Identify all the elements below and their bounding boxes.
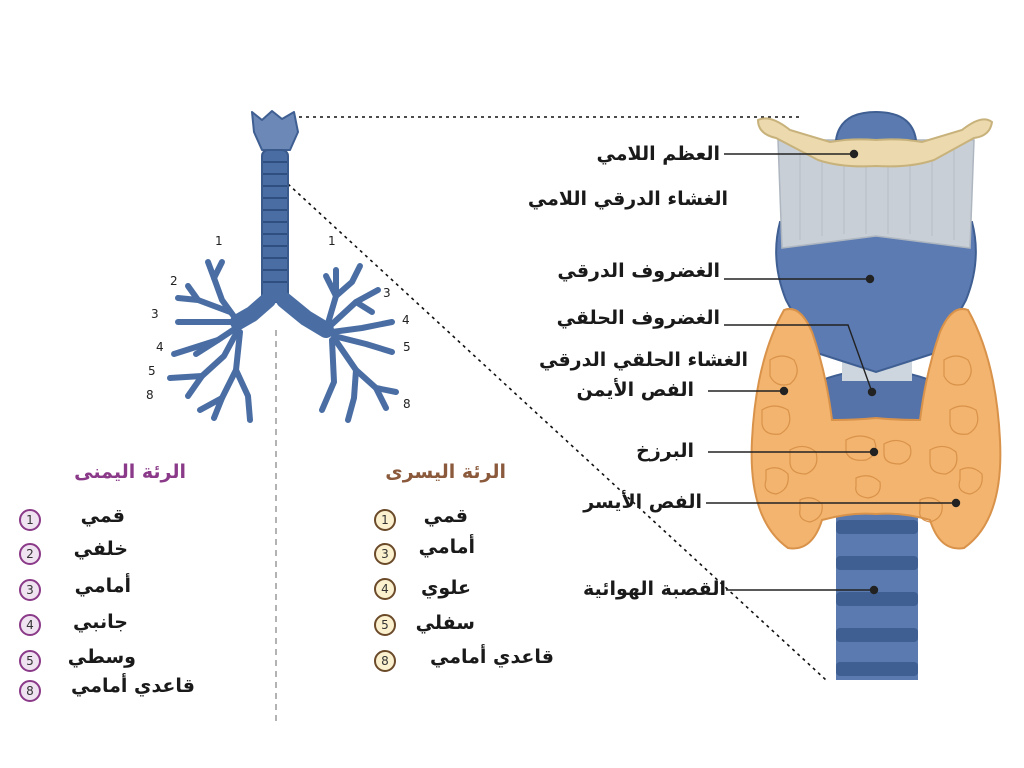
right-item-name: جانبي	[73, 611, 128, 633]
bronchial-tree	[167, 110, 399, 423]
small-trachea	[261, 149, 289, 303]
left-item-number: 1	[374, 509, 396, 531]
right-item-number: 3	[19, 579, 41, 601]
segment-number-right: 4	[156, 340, 164, 354]
zoom-line-diagonal	[287, 183, 827, 681]
left-lung-heading: الرئة اليسرى	[385, 461, 506, 483]
left-item-number: 5	[374, 614, 396, 636]
left-main-bronchus	[276, 292, 334, 338]
segment-number-right: 2	[170, 274, 178, 288]
right-lung-heading: الرئة اليمنى	[74, 461, 186, 483]
left-item-number: 3	[374, 543, 396, 565]
right-item-number: 1	[19, 509, 41, 531]
right-item-number: 4	[19, 614, 41, 636]
label-left-lobe: الفص الأيسر	[583, 491, 702, 513]
right-item-name: قمي	[80, 505, 125, 527]
epiglottis-shape	[834, 110, 918, 141]
label-cricothyroid-membrane: الغشاء الحلقي الدرقي	[539, 349, 748, 371]
label-hyoid: العظم اللامي	[596, 143, 720, 165]
segment-number-left: 1	[328, 234, 336, 248]
right-branches	[167, 259, 253, 423]
segment-number-right: 8	[146, 388, 154, 402]
larynx-shape	[251, 110, 299, 151]
trachea-cartilage-rings	[836, 520, 918, 676]
label-isthmus: البرزخ	[636, 440, 694, 462]
trachea-rings	[263, 161, 287, 283]
left-item-name: قاعدي أمامي	[430, 646, 554, 668]
right-main-bronchus	[230, 292, 276, 330]
segment-number-left: 4	[402, 313, 410, 327]
segment-number-left: 5	[403, 340, 411, 354]
label-right-lobe: الفص الأيمن	[576, 379, 695, 401]
left-branches	[319, 263, 399, 423]
thyroid-lobules	[761, 355, 983, 523]
right-item-number: 2	[19, 543, 41, 565]
segment-number-right: 5	[148, 364, 156, 378]
right-item-number: 8	[19, 680, 41, 702]
segment-number-left: 3	[383, 286, 391, 300]
left-item-name: سفلي	[415, 612, 475, 634]
right-item-name: قاعدي أمامي	[71, 675, 195, 697]
left-item-number: 4	[374, 578, 396, 600]
right-item-number: 5	[19, 650, 41, 672]
thyroid-gland-shape	[750, 308, 1002, 550]
left-item-name: علوي	[420, 577, 471, 599]
right-item-name: خلفي	[73, 538, 128, 560]
segment-number-left: 8	[403, 397, 411, 411]
label-trachea: القصبة الهوائية	[583, 578, 726, 600]
larynx-thyroid-illustration	[750, 110, 1002, 680]
right-item-name: أمامي	[74, 575, 131, 597]
leader-lines	[706, 149, 961, 595]
left-item-number: 8	[374, 650, 396, 672]
label-thyrohyoid-membrane: الغشاء الدرقي اللامي	[527, 188, 728, 210]
label-cricoid-cartilage: الغضروف الحلقي	[556, 307, 720, 329]
right-item-name: وسطي	[67, 646, 136, 668]
segment-number-right: 1	[215, 234, 223, 248]
label-thyroid-cartilage: الغضروف الدرقي	[557, 260, 720, 282]
left-item-name: أمامي	[418, 536, 475, 558]
segment-number-right: 3	[151, 307, 159, 321]
left-item-name: قمي	[423, 505, 468, 527]
